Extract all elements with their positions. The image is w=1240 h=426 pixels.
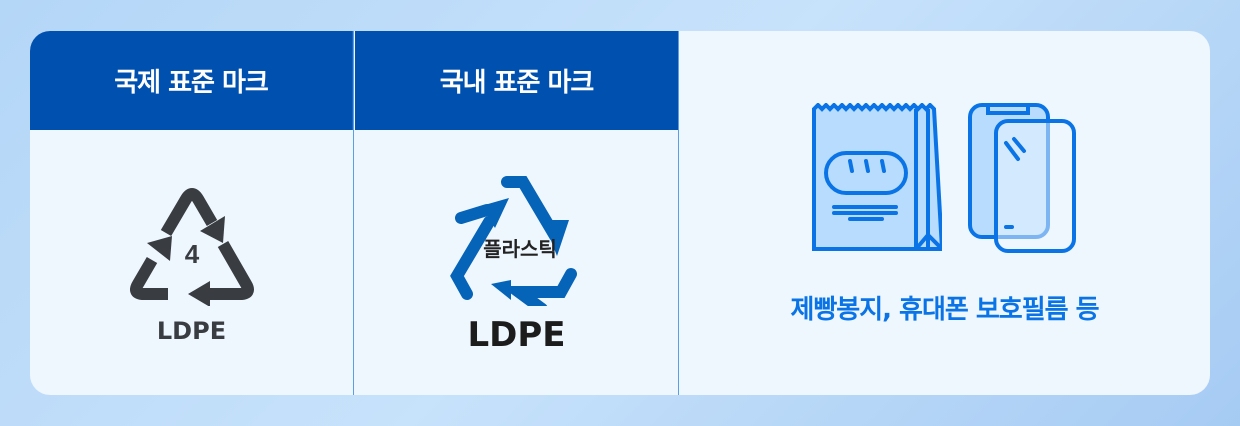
international-mark-column: 국제 표준 마크 4 LDPE bbox=[30, 31, 354, 395]
resin-code-number: 4 bbox=[184, 239, 199, 269]
bread-bag-icon bbox=[811, 103, 942, 251]
phone-film-icon bbox=[967, 103, 1076, 253]
domestic-mark-header: 국내 표준 마크 bbox=[355, 31, 678, 130]
international-mark-header: 국제 표준 마크 bbox=[30, 31, 353, 130]
example-caption: 제빵봉지, 휴대폰 보호필름 등 bbox=[790, 295, 1099, 325]
domestic-mark-label: LDPE bbox=[467, 315, 566, 355]
recycling-mark-card: 국제 표준 마크 4 LDPE 국내 표준 마크 플라스틱 LDPE bbox=[30, 31, 1210, 395]
international-mark-label: LDPE bbox=[156, 317, 227, 345]
korean-recycle-mark-icon: 플라스틱 bbox=[355, 176, 678, 306]
recycle-triangle-icon: 4 bbox=[30, 181, 353, 306]
example-icons bbox=[679, 103, 1210, 253]
plastic-symbol-text: 플라스틱 bbox=[483, 237, 557, 261]
domestic-mark-column: 국내 표준 마크 플라스틱 LDPE bbox=[355, 31, 679, 395]
examples-column: 제빵봉지, 휴대폰 보호필름 등 bbox=[679, 31, 1210, 395]
